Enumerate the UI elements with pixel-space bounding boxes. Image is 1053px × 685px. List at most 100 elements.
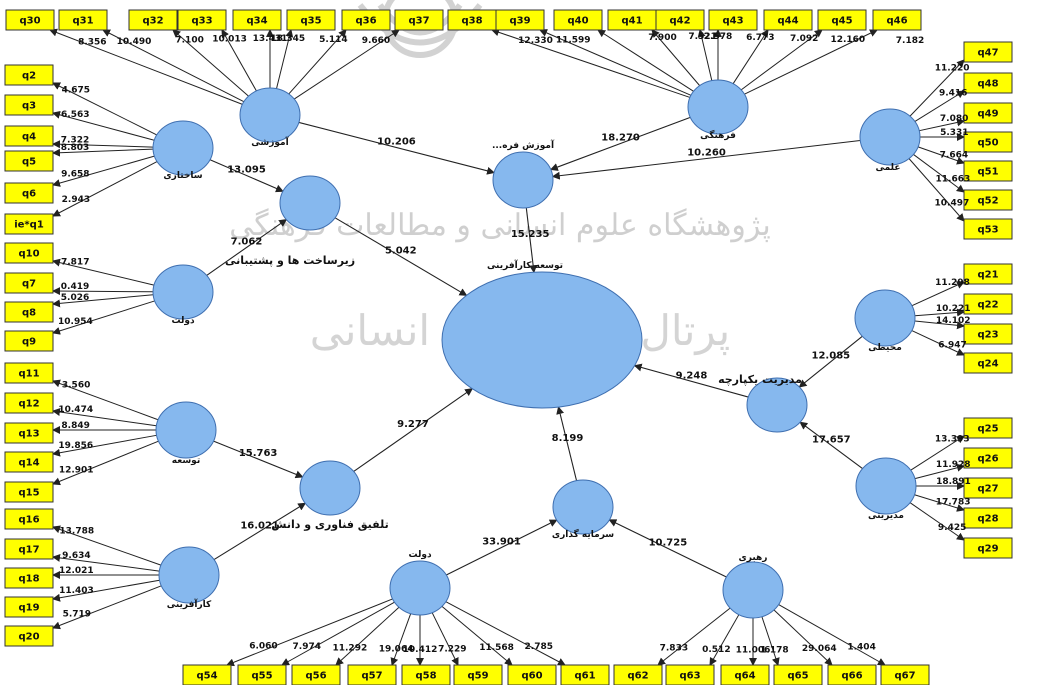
indicator-box — [453, 664, 503, 685]
loading-arrow — [657, 607, 731, 666]
indicator-box — [963, 160, 1013, 182]
indicator-label: q4 — [22, 132, 36, 143]
loading-value: 6.773 — [746, 33, 774, 43]
loading-value: 19.064 — [379, 645, 414, 655]
indicator-box — [4, 567, 54, 589]
loading-arrow — [445, 601, 566, 666]
loading-arrow — [914, 463, 965, 480]
indicator-box — [4, 481, 54, 503]
indicator-box — [963, 352, 1013, 374]
construct-label: توسعه — [172, 456, 200, 466]
indicator-box — [394, 9, 444, 31]
indicator-box — [4, 330, 54, 352]
loading-value: 18.345 — [270, 34, 305, 44]
loading-arrow — [52, 161, 158, 217]
loading-arrow — [293, 29, 400, 100]
path-coefficient: 18.270 — [601, 132, 640, 143]
indicator-box — [4, 596, 54, 618]
indicator-label: q62 — [627, 671, 648, 682]
path-coefficient: 33.901 — [482, 537, 521, 548]
loading-value: 7.900 — [648, 33, 676, 43]
construct-label: دولت — [408, 550, 432, 560]
indicator-label: q10 — [18, 249, 39, 260]
indicator-label: q25 — [977, 424, 998, 435]
path-coefficient: 13.095 — [227, 165, 266, 176]
loading-arrow — [709, 614, 740, 666]
construct-rahbari — [722, 561, 784, 619]
loading-arrow — [172, 29, 249, 97]
indicator-box — [4, 64, 54, 86]
loading-value: 17.783 — [936, 498, 971, 508]
path-arrow — [525, 207, 538, 274]
indicator-box — [763, 9, 813, 31]
indicator-box — [963, 417, 1013, 439]
path-coefficient: 15.235 — [511, 229, 550, 240]
indicator-label: q60 — [521, 671, 542, 682]
indicator-label: q39 — [509, 16, 530, 27]
loading-value: 3.560 — [62, 381, 90, 391]
path-arrow — [799, 421, 863, 470]
loading-value: 10.412 — [403, 645, 438, 655]
path-coefficient: 5.042 — [385, 246, 417, 257]
indicator-label: q7 — [22, 279, 36, 290]
indicator-label: q31 — [72, 16, 93, 27]
path-arrow — [206, 219, 288, 276]
loading-arrow — [49, 28, 243, 105]
indicator-box — [963, 477, 1013, 499]
indicator-label: q58 — [415, 671, 436, 682]
loading-arrow — [919, 118, 965, 132]
loading-arrow — [740, 29, 823, 91]
loading-arrow — [52, 585, 162, 630]
loading-arrow — [221, 29, 257, 92]
indicator-box — [4, 301, 54, 323]
indicator-box — [708, 9, 758, 31]
indicator-label: q20 — [18, 632, 39, 643]
loading-value: 7.664 — [940, 150, 968, 160]
loading-value: 5.114 — [319, 35, 347, 45]
loading-value: 7.182 — [896, 36, 924, 46]
loading-value: 11.663 — [936, 175, 971, 185]
indicator-box — [872, 9, 922, 31]
loading-value: 14.102 — [936, 316, 971, 326]
indicator-label: q3 — [22, 101, 36, 112]
indicator-box — [963, 131, 1013, 153]
indicator-label: q67 — [894, 671, 915, 682]
path-arrow — [551, 139, 861, 180]
indicator-label: q16 — [18, 515, 39, 526]
path-arrow — [556, 406, 578, 481]
indicator-box — [4, 94, 54, 116]
loading-arrow — [52, 440, 159, 486]
indicator-label: q9 — [22, 337, 36, 348]
loading-value: 11.568 — [479, 643, 514, 653]
loading-value: 11.220 — [935, 63, 970, 73]
loading-value: 9.634 — [62, 551, 90, 561]
loading-value: 7.833 — [660, 643, 688, 653]
loading-value: 2.578 — [704, 32, 732, 42]
indicator-box — [963, 507, 1013, 529]
loading-value: 4.675 — [62, 85, 90, 95]
loading-arrow — [697, 29, 713, 81]
path-coefficient: 17.657 — [812, 434, 851, 445]
construct-label: ساختاری — [163, 171, 202, 181]
indicator-box — [4, 182, 54, 204]
loading-value: 0.512 — [702, 645, 730, 655]
indicator-box — [827, 664, 877, 685]
indicator-label: q49 — [977, 109, 998, 120]
loading-arrow — [732, 29, 769, 84]
construct-label: توسعه کارآفرینی — [487, 259, 563, 271]
loading-value: 10.497 — [935, 198, 970, 208]
indicator-label: q15 — [18, 488, 39, 499]
indicator-label: q64 — [734, 671, 755, 682]
loading-arrow — [909, 502, 965, 541]
indicator-box — [4, 272, 54, 294]
loading-arrow — [914, 308, 965, 317]
loading-arrow — [52, 294, 154, 308]
loading-value: 6.947 — [938, 341, 966, 351]
indicator-label: q50 — [977, 138, 998, 149]
path-coefficient: 10.260 — [687, 148, 726, 159]
loading-arrow — [911, 330, 965, 356]
indicator-box — [291, 664, 341, 685]
loading-arrow — [276, 29, 294, 89]
indicator-box — [128, 9, 178, 31]
indicator-box — [5, 9, 55, 31]
